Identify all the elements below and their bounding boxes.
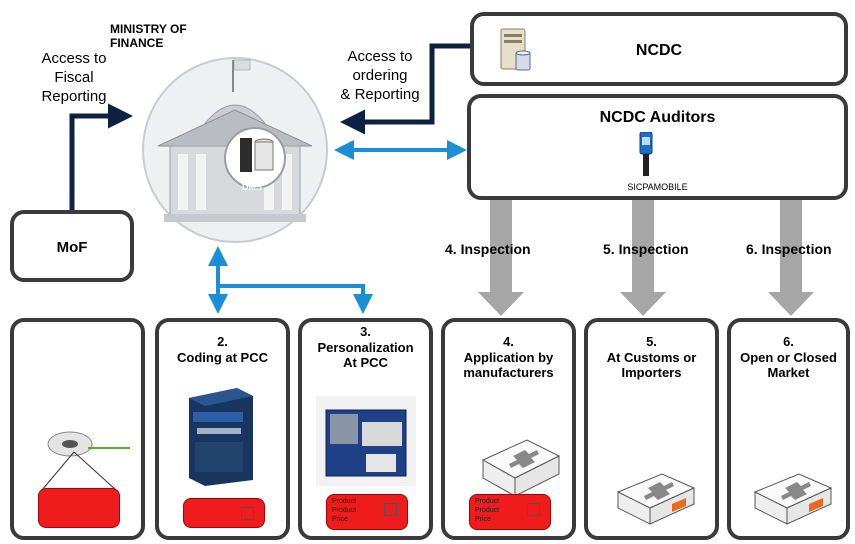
inspection-label-5: 5. Inspection: [603, 241, 689, 257]
access-ordering-line-3: & Reporting: [340, 85, 420, 103]
label-roll-icon: [40, 422, 140, 472]
inspection-arrows: [478, 200, 814, 316]
step-box-6-line-3: Market: [767, 365, 810, 381]
dms-label: DMS: [242, 182, 262, 192]
tag-4-line-1: Product: [475, 498, 500, 505]
coding-machine-icon: [185, 388, 257, 486]
ncdc-box: NCDC: [470, 12, 848, 86]
tag-lines: [41, 451, 117, 491]
step-box-3: 3. Personalization At PCC Product Produc…: [298, 318, 433, 540]
printer-icon: [316, 396, 416, 486]
step-box-2: 2. Coding at PCC: [155, 318, 290, 540]
red-tag-4: Product Product Price: [469, 494, 551, 530]
package-icon: [616, 472, 696, 526]
red-tag-1: [38, 488, 120, 528]
step-box-6: 6. Open or Closed Market: [727, 318, 850, 540]
package-icon: [753, 472, 833, 526]
tag-3-line-2: Product: [332, 507, 357, 514]
tag-text-3: Product Product Price: [332, 497, 356, 524]
step-box-5-line-1: 5.: [646, 334, 657, 349]
tag-3-line-3: Price: [332, 516, 348, 523]
step-box-4-title: 4. Application by manufacturers: [445, 334, 572, 381]
ministry-building: [130, 50, 340, 260]
mof-box: MoF: [10, 210, 134, 282]
step-box-5-title: 5. At Customs or Importers: [588, 334, 715, 381]
arrow-to-box3: [218, 284, 373, 314]
step-box-6-line-1: 6.: [783, 334, 794, 349]
package-icon: [481, 438, 561, 498]
scanner-icon: [637, 131, 655, 178]
step-box-2-line-1: 2.: [217, 334, 228, 349]
inspection-label-6: 6. Inspection: [746, 241, 832, 257]
access-fiscal-line-3: Reporting: [41, 87, 107, 105]
tag-4-line-3: Price: [475, 516, 491, 523]
step-box-4-line-2: Application by: [463, 349, 554, 365]
inspection-label-4: 4. Inspection: [445, 241, 531, 257]
server-icon: [498, 26, 532, 74]
step-box-3-line-1: 3.: [360, 324, 371, 339]
step-box-3-line-2: Personalization: [317, 339, 414, 355]
step-box-3-title: 3. Personalization At PCC: [302, 324, 429, 371]
step-box-5-line-3: Importers: [621, 365, 682, 381]
step-box-6-title: 6. Open or Closed Market: [731, 334, 846, 381]
access-fiscal-label: Access to Fiscal Reporting: [24, 50, 124, 106]
ministry-title: MINISTRY OF FINANCE: [110, 22, 220, 51]
access-ordering-line-2: ordering: [352, 66, 408, 84]
step-box-4: 4. Application by manufacturers Product …: [441, 318, 576, 540]
step-box-5: 5. At Customs or Importers: [584, 318, 719, 540]
access-ordering-label: Access to ordering & Reporting: [330, 48, 430, 104]
step-box-6-line-2: Open or Closed: [740, 349, 837, 365]
access-fiscal-line-1: Access to: [41, 50, 107, 67]
step-box-2-line-2: Coding at PCC: [177, 349, 268, 365]
step-box-3-line-3: At PCC: [343, 355, 388, 371]
mof-title: MoF: [56, 239, 88, 256]
red-tag-3: Product Product Price: [326, 494, 408, 530]
ncdc-auditors-box: NCDC Auditors SICPAMOBILE: [467, 94, 848, 200]
ministry-title-text: MINISTRY OF FINANCE: [110, 22, 187, 51]
ncdc-title: NCDC: [635, 42, 683, 59]
access-fiscal-line-2: Fiscal: [54, 68, 94, 86]
tag-3-line-1: Product: [332, 498, 357, 505]
arrow-mof-to-ministry: [69, 103, 133, 210]
step-box-4-line-3: manufacturers: [463, 365, 554, 381]
ncdc-auditors-title: NCDC Auditors: [599, 109, 716, 126]
step-box-2-title: 2. Coding at PCC: [159, 334, 286, 365]
step-box-4-line-1: 4.: [503, 334, 514, 349]
tag-4-line-2: Product: [475, 507, 500, 514]
sicpamobile-label: SICPAMOBILE: [627, 182, 688, 192]
step-box-5-line-2: At Customs or: [606, 349, 697, 365]
tag-text-4: Product Product Price: [475, 497, 499, 524]
red-tag-2: [183, 498, 265, 528]
access-ordering-line-1: Access to: [347, 48, 413, 65]
arrow-ncdc-to-ministry: [340, 43, 470, 135]
step-box-1: [10, 318, 145, 540]
